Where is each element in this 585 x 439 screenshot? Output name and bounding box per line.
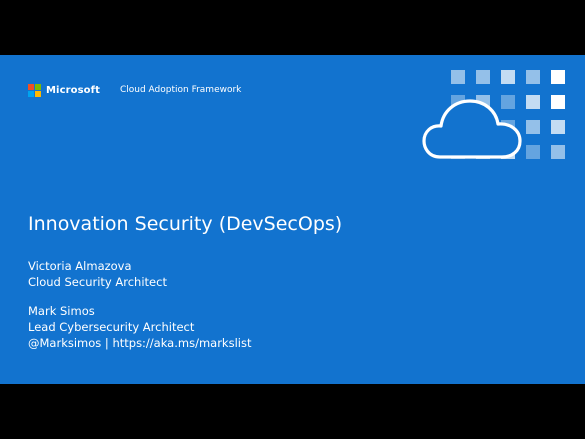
- presenter-name: Victoria Almazova: [28, 259, 132, 273]
- pattern-tile: [451, 70, 465, 84]
- presenter: Mark Simos Lead Cybersecurity Architect …: [28, 303, 251, 351]
- presenter-name: Mark Simos: [28, 304, 95, 318]
- pattern-tile: [501, 95, 515, 109]
- pattern-tile: [551, 120, 565, 134]
- pattern-tile: [526, 145, 540, 159]
- slide-title: Innovation Security (DevSecOps): [28, 213, 343, 235]
- presenter-contact: @Marksimos | https://aka.ms/markslist: [28, 336, 252, 350]
- presenter-role: Lead Cybersecurity Architect: [28, 320, 195, 334]
- logo-square-blue: [28, 90, 34, 97]
- pattern-tile: [551, 145, 565, 159]
- pattern-tile: [526, 70, 540, 84]
- slide-header: Microsoft Cloud Adoption Framework: [28, 83, 241, 97]
- logo-square-yellow: [35, 90, 41, 97]
- presenter-role: Cloud Security Architect: [28, 275, 167, 289]
- pattern-tile: [551, 70, 565, 84]
- brand-name: Microsoft: [46, 84, 100, 96]
- pattern-tile: [526, 95, 540, 109]
- logo-square-green: [35, 83, 41, 90]
- pattern-tile: [526, 120, 540, 134]
- product-name: Cloud Adoption Framework: [119, 85, 242, 95]
- pattern-tile: [501, 70, 515, 84]
- pattern-tile: [551, 95, 565, 109]
- presenter: Victoria Almazova Cloud Security Archite…: [28, 258, 251, 290]
- cloud-icon: [422, 99, 522, 159]
- microsoft-logo-icon: [28, 83, 41, 97]
- pattern-tile: [476, 70, 490, 84]
- logo-square-red: [28, 83, 34, 90]
- presenter-list: Victoria Almazova Cloud Security Archite…: [28, 258, 251, 364]
- title-slide: Microsoft Cloud Adoption Framework Innov…: [0, 55, 585, 384]
